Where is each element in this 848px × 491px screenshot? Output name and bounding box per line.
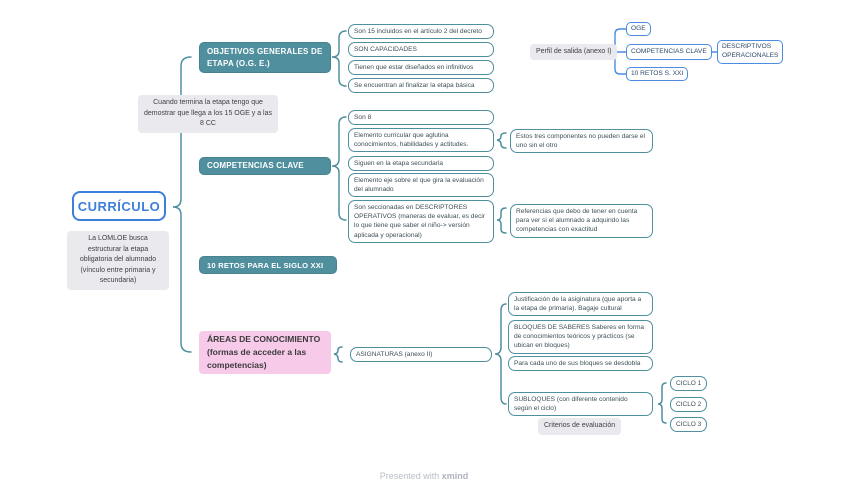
perfil-topic[interactable]: Perfil de salida (anexo I) bbox=[530, 44, 618, 60]
perfil-child-retos-text: 10 RETOS S. XXI bbox=[631, 69, 684, 77]
competencias-child-1-text: Son 8 bbox=[354, 114, 372, 121]
perfil-child-oge-text: OGE bbox=[631, 24, 646, 32]
asignaturas-child-4-text: SUBLOQUES (con diferente contenido según… bbox=[514, 396, 628, 413]
objetivos-child-1[interactable]: Son 15 incluidos en el artículo 2 del de… bbox=[348, 24, 494, 40]
asignaturas-child-1-text: Justificación de la asiginatura (que apo… bbox=[514, 296, 642, 313]
asignaturas-child-4-subloques[interactable]: SUBLOQUES (con diferente contenido según… bbox=[508, 392, 653, 417]
ciclo-3-text: CICLO 3 bbox=[676, 421, 702, 428]
asignaturas-child-3[interactable]: Para cada uno de sus bloques se desdobla bbox=[508, 356, 653, 372]
note-lomloe-text: La LOMLOE busca estructurar la etapa obl… bbox=[79, 235, 157, 284]
brace-subloques-ciclos bbox=[657, 382, 667, 424]
branch-competencias[interactable]: COMPETENCIAS CLAVE bbox=[199, 157, 331, 175]
objetivos-child-3-text: Tienen que estar diseñados en infinitivo… bbox=[354, 64, 474, 71]
brace-referencias bbox=[496, 207, 507, 234]
asignaturas-child-3-text: Para cada uno de sus bloques se desdobla bbox=[514, 360, 641, 367]
watermark-prefix: Presented with bbox=[379, 471, 440, 481]
watermark: Presented with xmind bbox=[0, 471, 848, 481]
perfil-child-competencias-text: COMPETENCIAS CLAVE bbox=[631, 47, 707, 55]
competencias-child-5-text: Son seccionadas en DESCRIPTORES OPERATIV… bbox=[354, 204, 486, 239]
perfil-child-oge[interactable]: OGE bbox=[626, 22, 651, 36]
ciclo-1-text: CICLO 1 bbox=[676, 380, 702, 387]
note-cuando-termina[interactable]: Cuando termina la etapa tengo que demost… bbox=[138, 95, 278, 133]
xmind-logo: xmind bbox=[441, 471, 469, 481]
note-cuando-termina-text: Cuando termina la etapa tengo que demost… bbox=[144, 99, 273, 127]
branch-objetivos[interactable]: OBJETIVOS GENERALES DE ETAPA (O.G. E.) bbox=[199, 42, 331, 73]
objetivos-child-3[interactable]: Tienen que estar diseñados en infinitivo… bbox=[348, 60, 494, 76]
competencias-child-4-text: Elemento eje sobre el que gira la evalua… bbox=[354, 177, 484, 194]
competencias-child-4[interactable]: Elemento eje sobre el que gira la evalua… bbox=[348, 173, 494, 198]
ciclo-3[interactable]: CICLO 3 bbox=[670, 417, 708, 433]
annotation-estos-tres[interactable]: Estos tres componentes no pueden darse e… bbox=[510, 129, 653, 154]
asignaturas-topic-label: ASIGNATURAS (anexo II) bbox=[356, 351, 433, 358]
asignaturas-topic[interactable]: ASIGNATURAS (anexo II) bbox=[350, 347, 492, 363]
perfil-child-competencias[interactable]: COMPETENCIAS CLAVE bbox=[626, 44, 712, 60]
root-topic[interactable]: CURRÍCULO bbox=[72, 191, 166, 221]
brace-asignaturas-children bbox=[494, 303, 507, 405]
ciclo-2[interactable]: CICLO 2 bbox=[670, 397, 708, 413]
ciclo-1[interactable]: CICLO 1 bbox=[670, 376, 708, 392]
root-topic-label: CURRÍCULO bbox=[77, 198, 161, 214]
objetivos-child-4[interactable]: Se encuentran al finalizar la etapa bási… bbox=[348, 78, 494, 94]
objetivos-child-2[interactable]: SON CAPACIDADES bbox=[348, 42, 494, 58]
note-criterios-text: Criterios de evaluación bbox=[544, 422, 616, 429]
competencias-child-2-text: Elemento curricular que aglutina conocim… bbox=[354, 132, 469, 149]
asignaturas-child-2[interactable]: BLOQUES DE SABERES Saberes en forma de c… bbox=[508, 320, 653, 354]
annotation-estos-tres-text: Estos tres componentes no pueden darse e… bbox=[516, 133, 646, 150]
branch-objetivos-label: OBJETIVOS GENERALES DE ETAPA (O.G. E.) bbox=[207, 46, 323, 68]
note-lomloe[interactable]: La LOMLOE busca estructurar la etapa obl… bbox=[67, 231, 169, 290]
annotation-referencias[interactable]: Referencias que debo de tener en cuenta … bbox=[510, 204, 653, 238]
competencias-child-3[interactable]: Siguen en la etapa secundaria bbox=[348, 156, 494, 172]
brace-objetivos bbox=[331, 30, 347, 87]
note-criterios[interactable]: Criterios de evaluación bbox=[538, 418, 622, 435]
perfil-child-retos[interactable]: 10 RETOS S. XXI bbox=[626, 67, 689, 81]
asignaturas-child-2-text: BLOQUES DE SABERES Saberes en forma de c… bbox=[514, 324, 645, 350]
objetivos-child-2-text: SON CAPACIDADES bbox=[354, 46, 417, 53]
branch-competencias-label: COMPETENCIAS CLAVE bbox=[207, 161, 304, 171]
competencias-child-3-text: Siguen en la etapa secundaria bbox=[354, 160, 444, 167]
competencias-child-5[interactable]: Son seccionadas en DESCRIPTORES OPERATIV… bbox=[348, 200, 494, 243]
competencias-child-2[interactable]: Elemento curricular que aglutina conocim… bbox=[348, 128, 494, 153]
branch-retos-label: 10 RETOS PARA EL SIGLO XXI bbox=[207, 260, 324, 270]
objetivos-child-1-text: Son 15 incluidos en el artículo 2 del de… bbox=[354, 28, 482, 35]
descriptivos-topic-text: DESCRIPTIVOS OPERACIONALES bbox=[722, 43, 779, 59]
brace-root bbox=[172, 56, 192, 353]
ciclo-2-text: CICLO 2 bbox=[676, 401, 702, 408]
brace-competencias bbox=[331, 116, 347, 221]
brace-estos-tres bbox=[496, 132, 507, 149]
branch-areas[interactable]: ÁREAS DE CONOCIMIENTO (formas de acceder… bbox=[199, 331, 331, 374]
branch-areas-label: ÁREAS DE CONOCIMIENTO (formas de acceder… bbox=[207, 334, 321, 370]
asignaturas-child-1[interactable]: Justificación de la asiginatura (que apo… bbox=[508, 292, 653, 317]
competencias-child-1[interactable]: Son 8 bbox=[348, 110, 494, 126]
descriptivos-topic[interactable]: DESCRIPTIVOS OPERACIONALES bbox=[717, 40, 783, 64]
annotation-referencias-text: Referencias que debo de tener en cuenta … bbox=[516, 208, 638, 234]
perfil-topic-label: Perfil de salida (anexo I) bbox=[536, 47, 612, 55]
objetivos-child-4-text: Se encuentran al finalizar la etapa bási… bbox=[354, 82, 475, 89]
branch-retos[interactable]: 10 RETOS PARA EL SIGLO XXI bbox=[199, 256, 337, 274]
brace-areas-asignaturas bbox=[333, 346, 343, 363]
